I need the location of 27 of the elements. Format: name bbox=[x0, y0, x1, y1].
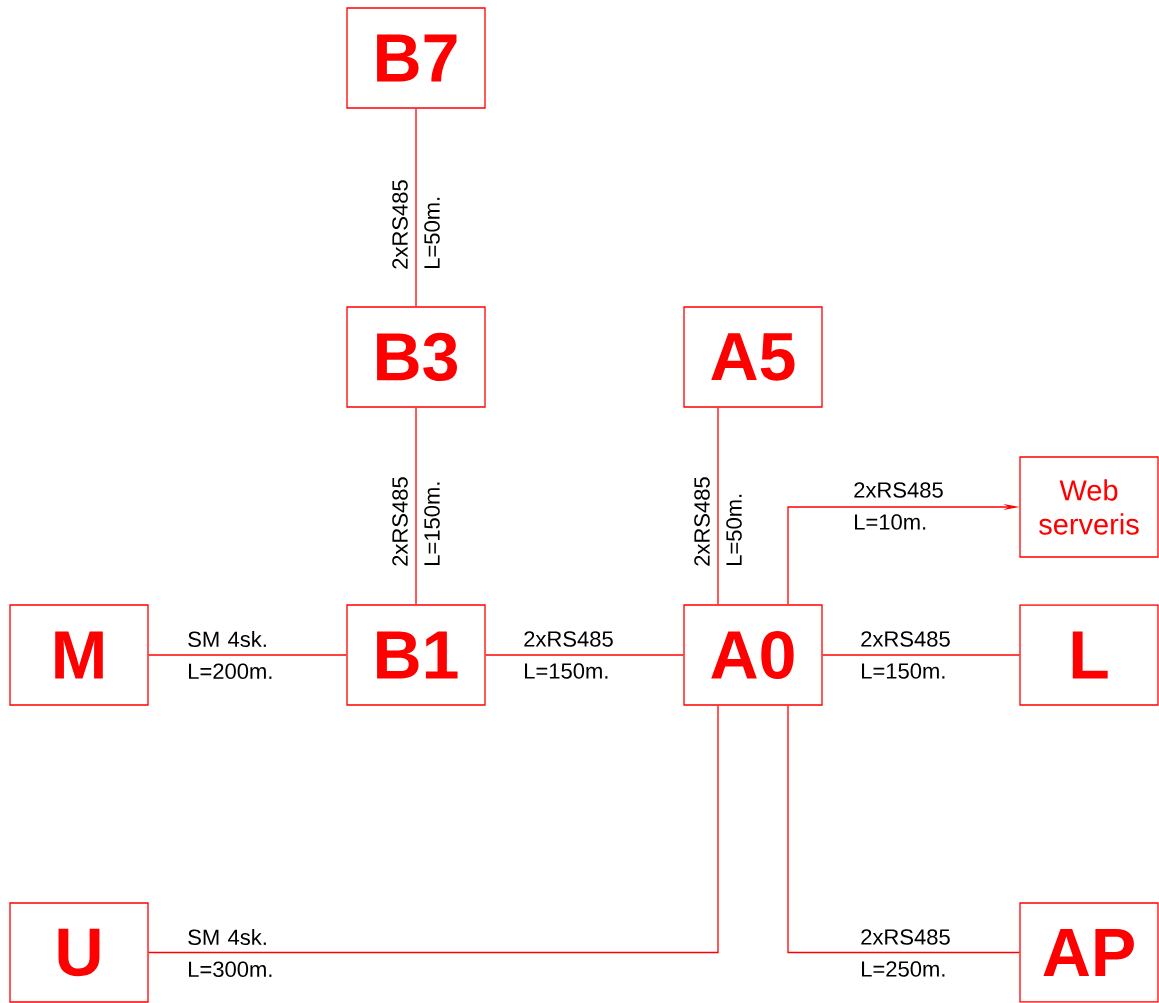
connector-line bbox=[787, 705, 1020, 954]
node-box: B1 bbox=[346, 604, 486, 706]
node-box: L bbox=[1019, 604, 1159, 706]
connector-line bbox=[717, 407, 719, 605]
node-box: B3 bbox=[346, 306, 486, 408]
edge-label: 2xRS485 L=50m. bbox=[392, 180, 440, 269]
edge-label: SM 4sk. L=200m. bbox=[188, 630, 272, 680]
connector-line bbox=[415, 108, 417, 307]
connector-line bbox=[415, 407, 417, 605]
edge-label: SM 4sk. L=300m. bbox=[188, 928, 272, 978]
connector-line bbox=[822, 654, 1020, 656]
edge-label: 2xRS485 L=10m. bbox=[854, 482, 943, 530]
edge-label: 2xRS485 L=150m. bbox=[392, 477, 440, 566]
connector-line bbox=[148, 705, 719, 954]
node-box: U bbox=[9, 902, 149, 1003]
edge-label: 2xRS485 L=250m. bbox=[861, 929, 950, 977]
node-box: B7 bbox=[346, 7, 486, 109]
node-box: Web serveris bbox=[1019, 456, 1159, 558]
edge-label: 2xRS485 L=150m. bbox=[861, 631, 950, 679]
edge-label: 2xRS485 L=150m. bbox=[524, 631, 613, 679]
node-box: A0 bbox=[683, 604, 823, 706]
node-box: AP bbox=[1019, 902, 1159, 1003]
node-box: M bbox=[9, 604, 149, 706]
connector-line bbox=[148, 654, 347, 656]
connector-line bbox=[485, 654, 684, 656]
edge-label: 2xRS485 L=50m. bbox=[694, 477, 742, 566]
node-box: A5 bbox=[683, 306, 823, 408]
